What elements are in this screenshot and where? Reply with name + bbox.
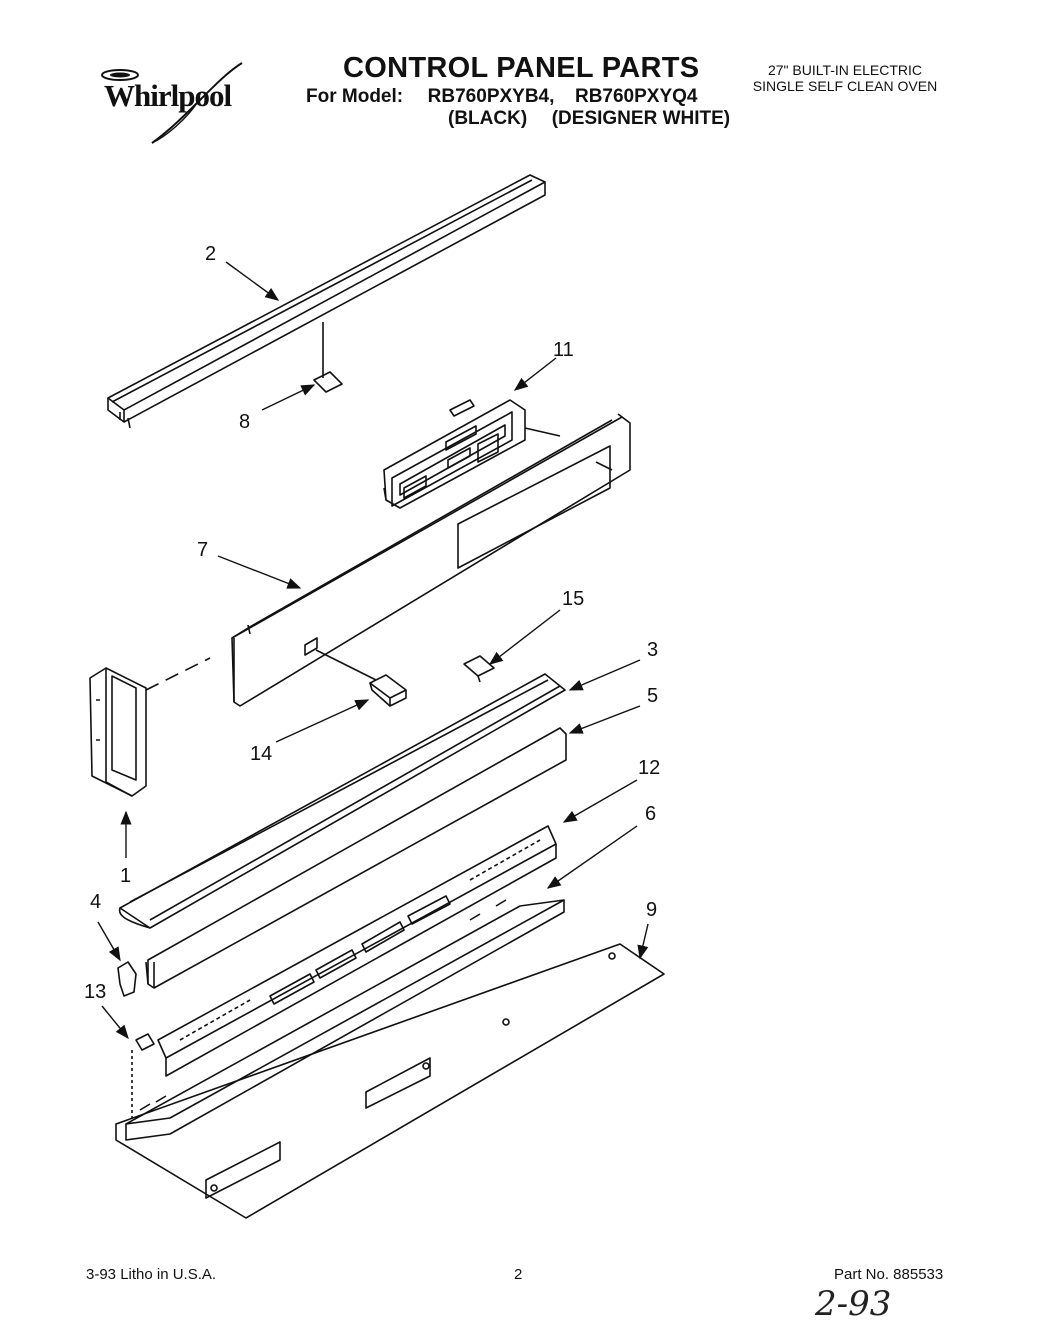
callout-12: 12: [638, 757, 660, 779]
callout-1: 1: [120, 865, 131, 887]
color-label-2: (DESIGNER WHITE): [551, 108, 731, 129]
model-prefix: For Model:: [306, 86, 404, 107]
handwritten-date: 2-93: [815, 1284, 892, 1324]
part-6-rear-bracket: [125, 899, 565, 1141]
part-2-top-trim: [107, 174, 546, 429]
part-number: Part No. 885533: [834, 1266, 944, 1283]
part-7-panel-plate: [231, 413, 631, 707]
model-number-2: RB760PXYQ4: [574, 86, 698, 107]
page-title: CONTROL PANEL PARTS: [343, 52, 700, 84]
part-8-clip: [313, 322, 343, 393]
callout-8: 8: [239, 411, 250, 433]
logo-swirl-icon: [101, 62, 243, 144]
callout-4: 4: [90, 891, 101, 913]
callout-13: 13: [84, 981, 106, 1003]
callout-14: 14: [250, 743, 272, 765]
logo-wordmark: Whirlpool: [104, 78, 232, 113]
callout-5: 5: [647, 685, 658, 707]
callout-labels: 2 11 8 7 15 3 5 14 12 1 6 4 9 13: [84, 243, 660, 1003]
model-number-1: RB760PXYB4,: [427, 86, 555, 107]
callout-11: 11: [553, 339, 574, 361]
whirlpool-logo: Whirlpool: [92, 58, 262, 148]
callout-7: 7: [197, 539, 208, 561]
part-1-end-cap: [89, 657, 211, 797]
callout-3: 3: [647, 639, 658, 661]
callout-9: 9: [646, 899, 657, 921]
product-line-1: 27" BUILT-IN ELECTRIC: [767, 62, 923, 78]
callout-2: 2: [205, 243, 216, 265]
part-9-bottom-panel: [115, 943, 665, 1219]
part-13-small-clip: [131, 1033, 155, 1118]
product-line-2: SINGLE SELF CLEAN OVEN: [752, 78, 938, 94]
callout-6: 6: [645, 803, 656, 825]
part-15-clip: [463, 655, 495, 683]
color-line: (BLACK) (DESIGNER WHITE): [448, 108, 730, 130]
part-12-vent-bracket: [157, 825, 557, 1077]
part-14-switch: [315, 649, 407, 707]
model-line: For Model: RB760PXYB4, RB760PXYQ4: [306, 86, 697, 108]
callout-15: 15: [562, 588, 584, 610]
litho-note: 3-93 Litho in U.S.A.: [86, 1266, 217, 1283]
leader-lines: [97, 261, 649, 1040]
color-label-1: (BLACK): [448, 108, 528, 129]
part-11-control-module: [383, 399, 561, 509]
part-5-overlay: [145, 727, 567, 989]
page-number: 2: [514, 1266, 523, 1283]
product-description: 27" BUILT-IN ELECTRIC SINGLE SELF CLEAN …: [745, 62, 945, 94]
part-4-end-clip: [117, 961, 137, 997]
part-3-trim-strip: [118, 673, 566, 929]
